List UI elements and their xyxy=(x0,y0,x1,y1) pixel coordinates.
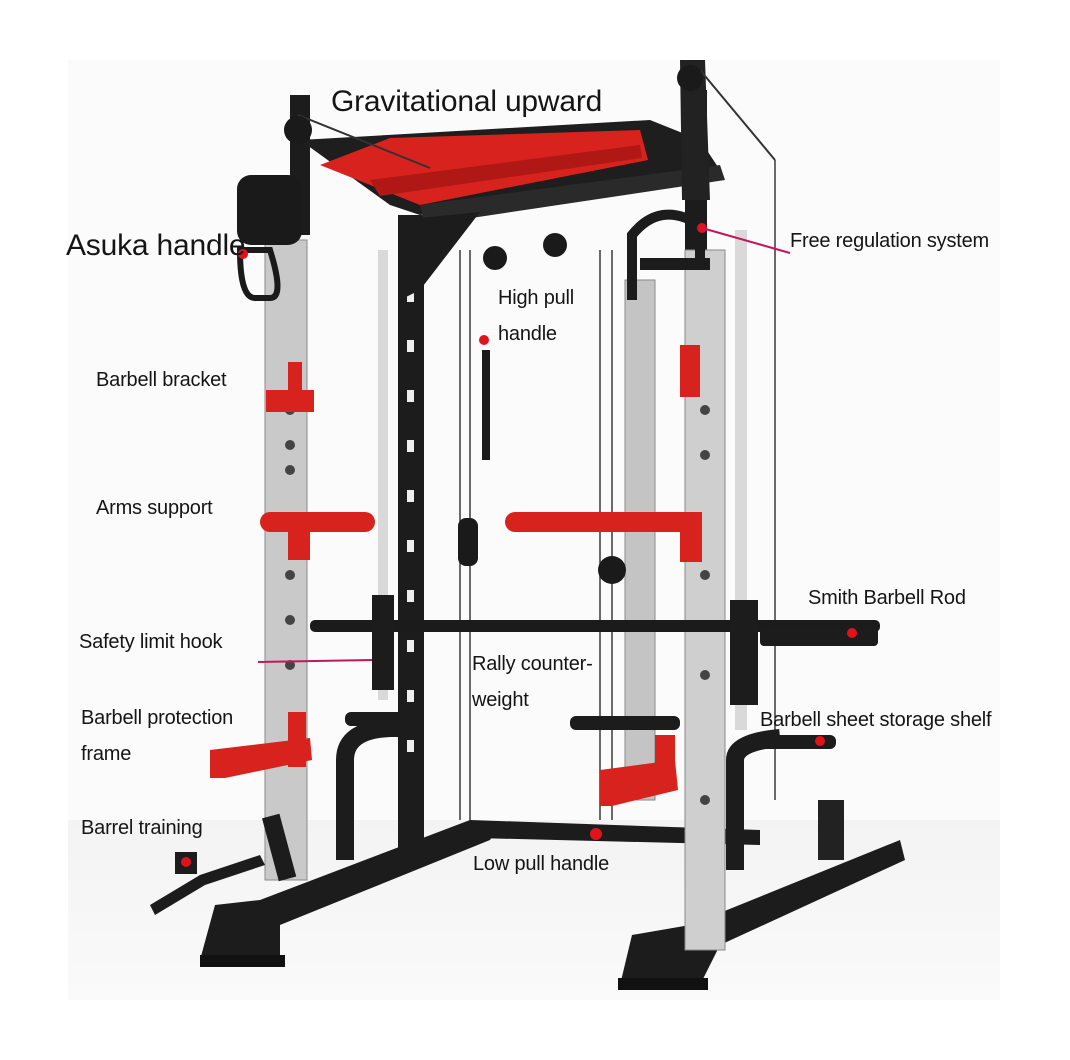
label-free-regulation-system: Free regulation system xyxy=(790,230,990,252)
label-barrel-training: Barrel training xyxy=(81,817,203,839)
label-line: weight xyxy=(472,689,529,711)
label-smith-barbell-rod: Smith Barbell Rod xyxy=(808,587,966,609)
asuka-handle-shape xyxy=(236,247,281,301)
label-arms-support: Arms support xyxy=(96,497,213,519)
label-asuka-handle: Asuka handle xyxy=(66,229,246,262)
label-barbell-protection-frame: Barbell protection frame xyxy=(81,700,233,772)
label-line: handle xyxy=(498,323,557,345)
label-line: frame xyxy=(81,743,132,765)
red-attachments xyxy=(210,345,702,806)
label-line: High pull xyxy=(498,287,575,309)
label-line: Rally counter- xyxy=(472,653,593,675)
label-barbell-bracket: Barbell bracket xyxy=(96,369,227,391)
leader-lines xyxy=(257,227,791,663)
label-rally-counterweight: Rally counter- weight xyxy=(472,646,593,718)
top-frame xyxy=(297,60,776,300)
label-barbell-sheet-storage-shelf: Barbell sheet storage shelf xyxy=(760,709,992,731)
label-high-pull-handle: High pull handle xyxy=(498,280,574,352)
label-gravitational-upward: Gravitational upward xyxy=(331,85,603,118)
label-low-pull-handle: Low pull handle xyxy=(473,853,609,875)
label-line: Barbell protection xyxy=(81,707,234,729)
pulleys xyxy=(237,65,703,584)
smith-bar xyxy=(310,595,880,705)
upright-holes xyxy=(407,240,414,752)
label-safety-limit-hook: Safety limit hook xyxy=(79,631,223,653)
